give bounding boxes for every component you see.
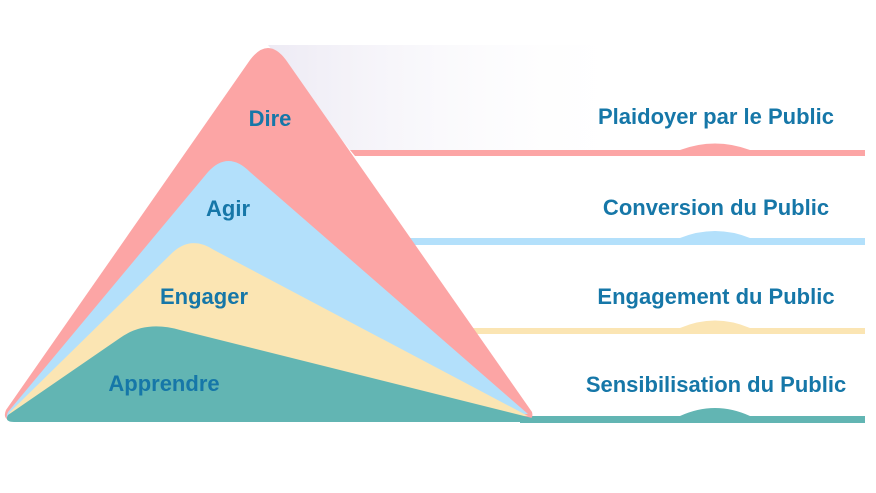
outcome-label-conversion: Conversion du Public xyxy=(602,195,830,220)
outcome-label-engagement: Engagement du Public xyxy=(597,284,835,309)
layer-label-agir: Agir xyxy=(206,196,250,221)
apprendre-layer xyxy=(6,326,533,422)
layer-label-apprendre: Apprendre xyxy=(108,371,220,396)
layer-label-dire: Dire xyxy=(248,106,292,131)
apprendre-connector-line xyxy=(520,408,865,423)
agir-connector-line xyxy=(330,231,865,245)
outcome-label-plaidoyer: Plaidoyer par le Public xyxy=(598,104,834,129)
dire-connector-line xyxy=(350,143,865,156)
layer-label-engager: Engager xyxy=(159,284,249,309)
backdrop-shape xyxy=(268,45,640,150)
engager-connector-line xyxy=(365,320,865,334)
outcome-label-sensibilisation: Sensibilisation du Public xyxy=(585,372,847,397)
